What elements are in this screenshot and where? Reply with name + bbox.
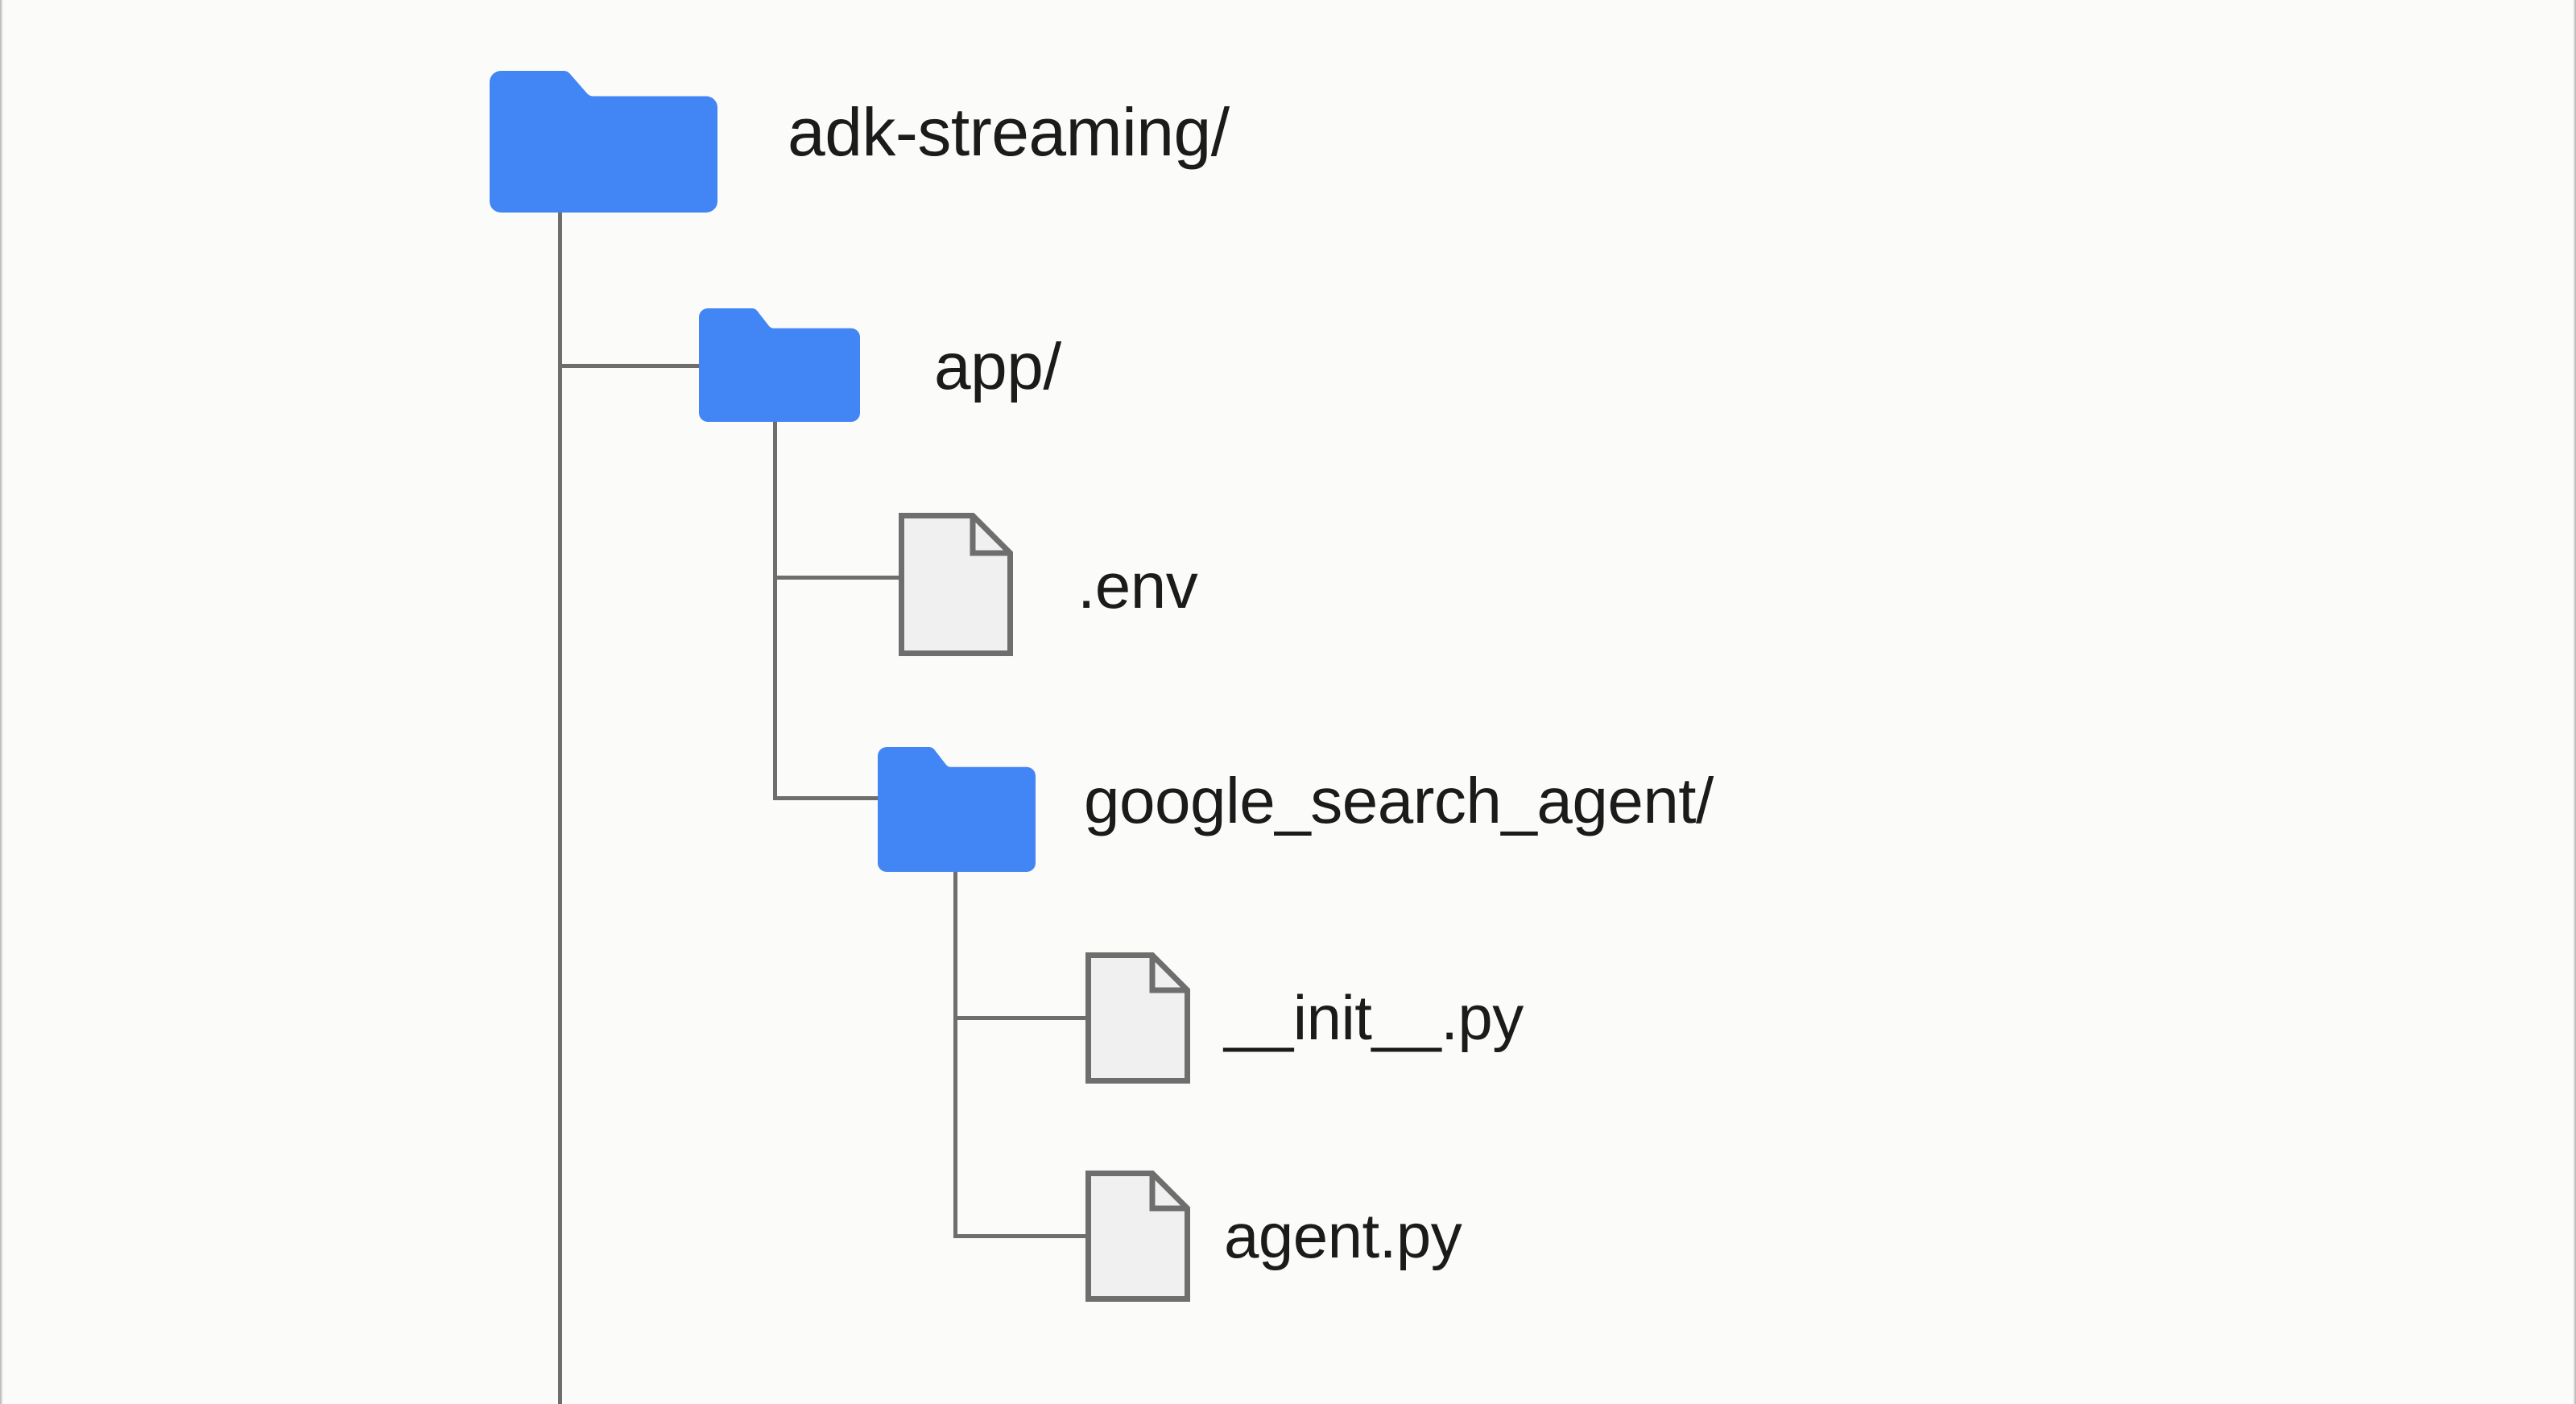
file-icon[interactable] (899, 513, 1013, 656)
folder-icon[interactable] (490, 71, 717, 213)
node-label-google-search-agent: google_search_agent/ (1084, 765, 1714, 836)
folder-icon[interactable] (878, 747, 1036, 872)
node-label-agent-py: agent.py (1224, 1200, 1462, 1271)
connector-trunk-root (558, 211, 562, 1404)
file-icon[interactable] (1085, 952, 1190, 1084)
connector-app-to-google-search-agent (773, 796, 886, 800)
connector-root-to-app (558, 364, 708, 368)
connector-trunk-google-search-agent (953, 871, 957, 1238)
frame-edge-left (0, 0, 3, 1404)
connector-trunk-app (773, 420, 777, 800)
frame-edge-right (2573, 0, 2576, 1404)
node-label-env: .env (1077, 550, 1198, 621)
connector-app-to-env (773, 576, 902, 580)
node-label-app: app/ (934, 330, 1061, 403)
file-icon[interactable] (1085, 1171, 1190, 1302)
folder-icon[interactable] (699, 308, 860, 422)
connector-gsa-to-init-py (953, 1016, 1089, 1020)
node-label-root: adk-streaming/ (788, 94, 1230, 170)
node-label-init-py: __init__.py (1224, 982, 1524, 1053)
connector-gsa-to-agent-py (953, 1234, 1089, 1238)
